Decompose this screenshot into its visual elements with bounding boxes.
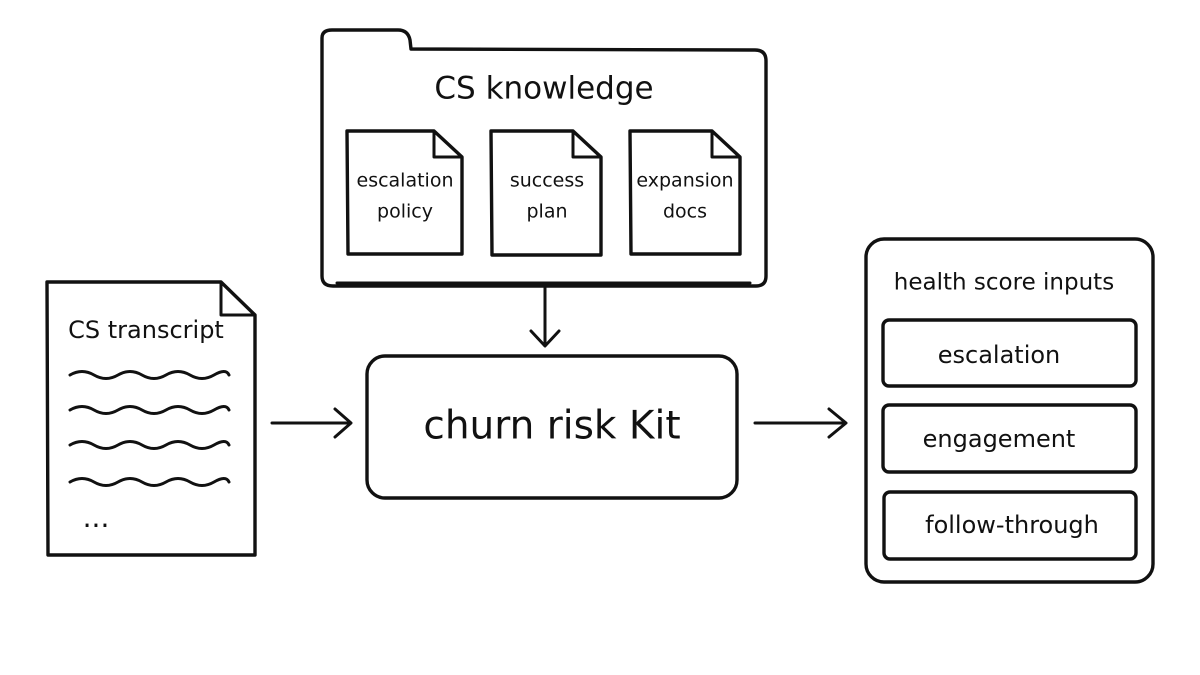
health-item-escalation: escalation [938,341,1061,369]
health-item-follow-through-box [882,490,1138,561]
kit-rectangle [365,354,739,500]
document-fold [219,280,257,317]
cs-knowledge-folder: CS knowledge escalation policy success p… [320,28,768,288]
expansion-docs-line2: docs [663,201,707,223]
success-plan-line1: success [510,170,584,192]
churn-risk-kit-box: churn risk Kit [365,354,739,500]
arrow-knowledge-to-kit [529,286,561,348]
expansion-docs-line1: expansion [636,170,733,192]
escalation-policy-doc: escalation policy [345,129,464,256]
arrow-down-icon [529,286,561,348]
transcript-ellipsis: ... [83,501,110,534]
health-score-inputs-panel: health score inputs escalation engagemen… [864,237,1155,584]
arrow-kit-to-health [753,407,848,439]
text-line-wavy [68,370,231,380]
document-fold [571,129,603,159]
cs-transcript-document: CS transcript ... [45,280,257,557]
text-line-wavy [68,477,231,487]
cs-knowledge-title: CS knowledge [434,71,653,107]
health-score-title: health score inputs [894,270,1114,296]
success-plan-doc: success plan [489,129,603,257]
document-icon [345,129,464,256]
escalation-policy-line2: policy [377,201,433,223]
health-item-engagement: engagement [923,425,1076,453]
health-item-engagement-box [881,403,1138,474]
document-fold [432,129,464,159]
document-icon [628,129,742,256]
arrow-transcript-to-kit [270,407,353,439]
cs-transcript-title: CS transcript [68,316,224,344]
arrow-right-icon [753,407,848,439]
success-plan-line2: plan [526,201,567,223]
document-fold [710,129,742,159]
expansion-docs-doc: expansion docs [628,129,742,256]
health-item-follow-through: follow-through [925,511,1099,539]
health-item-escalation-box [881,318,1138,388]
escalation-policy-line1: escalation [357,170,454,192]
text-line-wavy [68,440,231,450]
text-line-wavy [68,405,231,415]
document-icon [489,129,603,257]
arrow-right-icon [270,407,353,439]
churn-risk-kit-label: churn risk Kit [423,404,680,449]
